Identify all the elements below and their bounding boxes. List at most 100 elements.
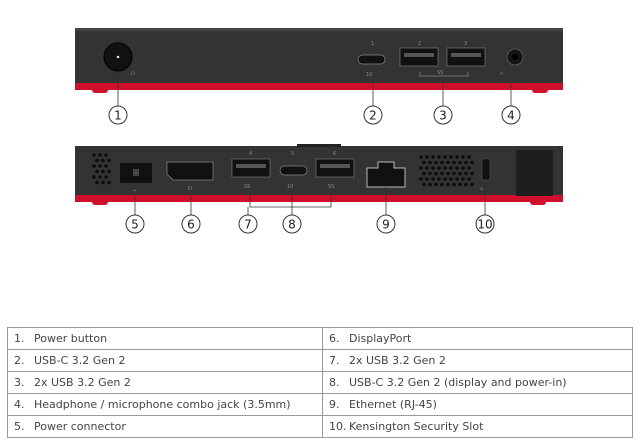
legend-cell: 1. Power button — [7, 327, 323, 350]
vent-hole — [419, 177, 423, 181]
vent-left — [92, 153, 111, 185]
usb-bracket — [419, 72, 469, 77]
displayport — [166, 161, 214, 181]
vent-hole — [92, 164, 96, 168]
vent-hole — [452, 182, 456, 187]
legend-number: 7. — [329, 354, 340, 367]
vent-hole — [452, 171, 456, 176]
vent-hole — [92, 175, 96, 179]
rear-panel: ⊸ D 4 SS 5 10 6 SS ⋮ ⌂ — [75, 144, 563, 205]
vent-hole — [443, 166, 447, 170]
legend-cell: 10.Kensington Security Slot — [322, 415, 633, 438]
vent-hole — [92, 153, 96, 157]
port-number: 2 — [418, 41, 421, 47]
vent-hole — [431, 166, 435, 170]
vent-hole — [104, 164, 108, 168]
legend-label: USB-C 3.2 Gen 2 (display and power-in) — [349, 376, 567, 389]
kensington-slot — [481, 158, 491, 181]
legend-number: 6. — [329, 332, 340, 345]
legend-cell: 3.2x USB 3.2 Gen 2 — [7, 371, 323, 394]
vent-hole — [101, 180, 105, 185]
vent-hole — [425, 166, 429, 170]
legend-cell: 9.Ethernet (RJ-45) — [322, 393, 633, 416]
usb-ss-label: SS — [328, 184, 334, 190]
vent-hole — [419, 166, 423, 170]
power-connector-icon: ⊸ — [132, 188, 136, 194]
rear-block — [516, 150, 553, 196]
usb-ss-label: SS — [244, 184, 250, 190]
vent-hole — [101, 169, 105, 174]
power-icon: ⏻ — [131, 71, 135, 77]
vent-hole — [428, 160, 432, 165]
headphone-icon: ∩ — [500, 71, 504, 77]
audio-jack-hole — [512, 54, 518, 60]
vent-hole — [452, 160, 456, 165]
vent-hole — [434, 182, 438, 187]
vent-hole — [470, 182, 474, 187]
top-notch — [297, 144, 341, 147]
power-connector-pin — [133, 169, 139, 176]
legend-label: Ethernet (RJ-45) — [349, 398, 437, 411]
vent-hole — [461, 166, 465, 170]
vent-hole — [104, 153, 108, 157]
vent-hole — [437, 177, 441, 181]
device-diagram: ⏻ 1 10 2 3 SS ∩ 1 2 3 4 ⊸ — [75, 28, 563, 234]
vent-hole — [440, 182, 444, 187]
vent-hole — [422, 171, 426, 176]
legend-row: 4.Headphone / microphone combo jack (3.5… — [7, 393, 633, 416]
port-number: 1 — [371, 41, 374, 47]
ethernet-port — [366, 161, 406, 188]
usb-c-label: 10 — [366, 72, 372, 78]
vent-hole — [467, 155, 471, 159]
usb-a-tongue — [236, 164, 266, 168]
vent-hole — [449, 155, 453, 159]
chassis — [75, 28, 563, 83]
vent-hole — [446, 160, 450, 165]
vent-hole — [428, 182, 432, 187]
usb-c-port — [357, 54, 386, 65]
legend-cell: 7.2x USB 3.2 Gen 2 — [322, 349, 633, 372]
vent-hole — [464, 182, 468, 187]
callout-4: 4 — [507, 109, 515, 123]
callout-10: 10 — [477, 218, 492, 232]
port-number: 5 — [291, 151, 294, 157]
port-number: 6 — [333, 151, 336, 157]
usb-a-tongue — [451, 53, 481, 57]
red-base — [75, 192, 563, 202]
vent-hole — [422, 160, 426, 165]
vent-hole — [440, 171, 444, 176]
vent-hole — [425, 177, 429, 181]
vent-hole — [107, 180, 111, 185]
callout-2: 2 — [369, 109, 377, 123]
vent-hole — [449, 177, 453, 181]
vent-hole — [422, 182, 426, 187]
legend-number: 10. — [329, 420, 347, 433]
rear-callouts: 5 6 7 8 9 10 — [125, 214, 495, 234]
vent-hole — [470, 171, 474, 176]
vent-hole — [107, 169, 111, 174]
vent-hole — [95, 169, 99, 174]
vent-hole — [419, 155, 423, 159]
red-base — [75, 80, 563, 90]
vent-hole — [455, 155, 459, 159]
vent-hole — [470, 160, 474, 165]
vent-hole — [443, 155, 447, 159]
vent-hole — [467, 166, 471, 170]
legend-label: Power button — [34, 332, 108, 345]
vent-hole — [464, 160, 468, 165]
vent-hole — [95, 180, 99, 185]
legend-number: 1. — [14, 332, 25, 345]
legend-number: 5. — [14, 420, 25, 433]
power-led — [116, 55, 120, 59]
lock-icon: ⌂ — [480, 186, 483, 192]
vent-hole — [101, 158, 105, 163]
callout-9: 9 — [382, 218, 390, 232]
callout-6: 6 — [187, 218, 195, 232]
vent-hole — [440, 160, 444, 165]
vent-hole — [458, 160, 462, 165]
vent-hole — [428, 171, 432, 176]
